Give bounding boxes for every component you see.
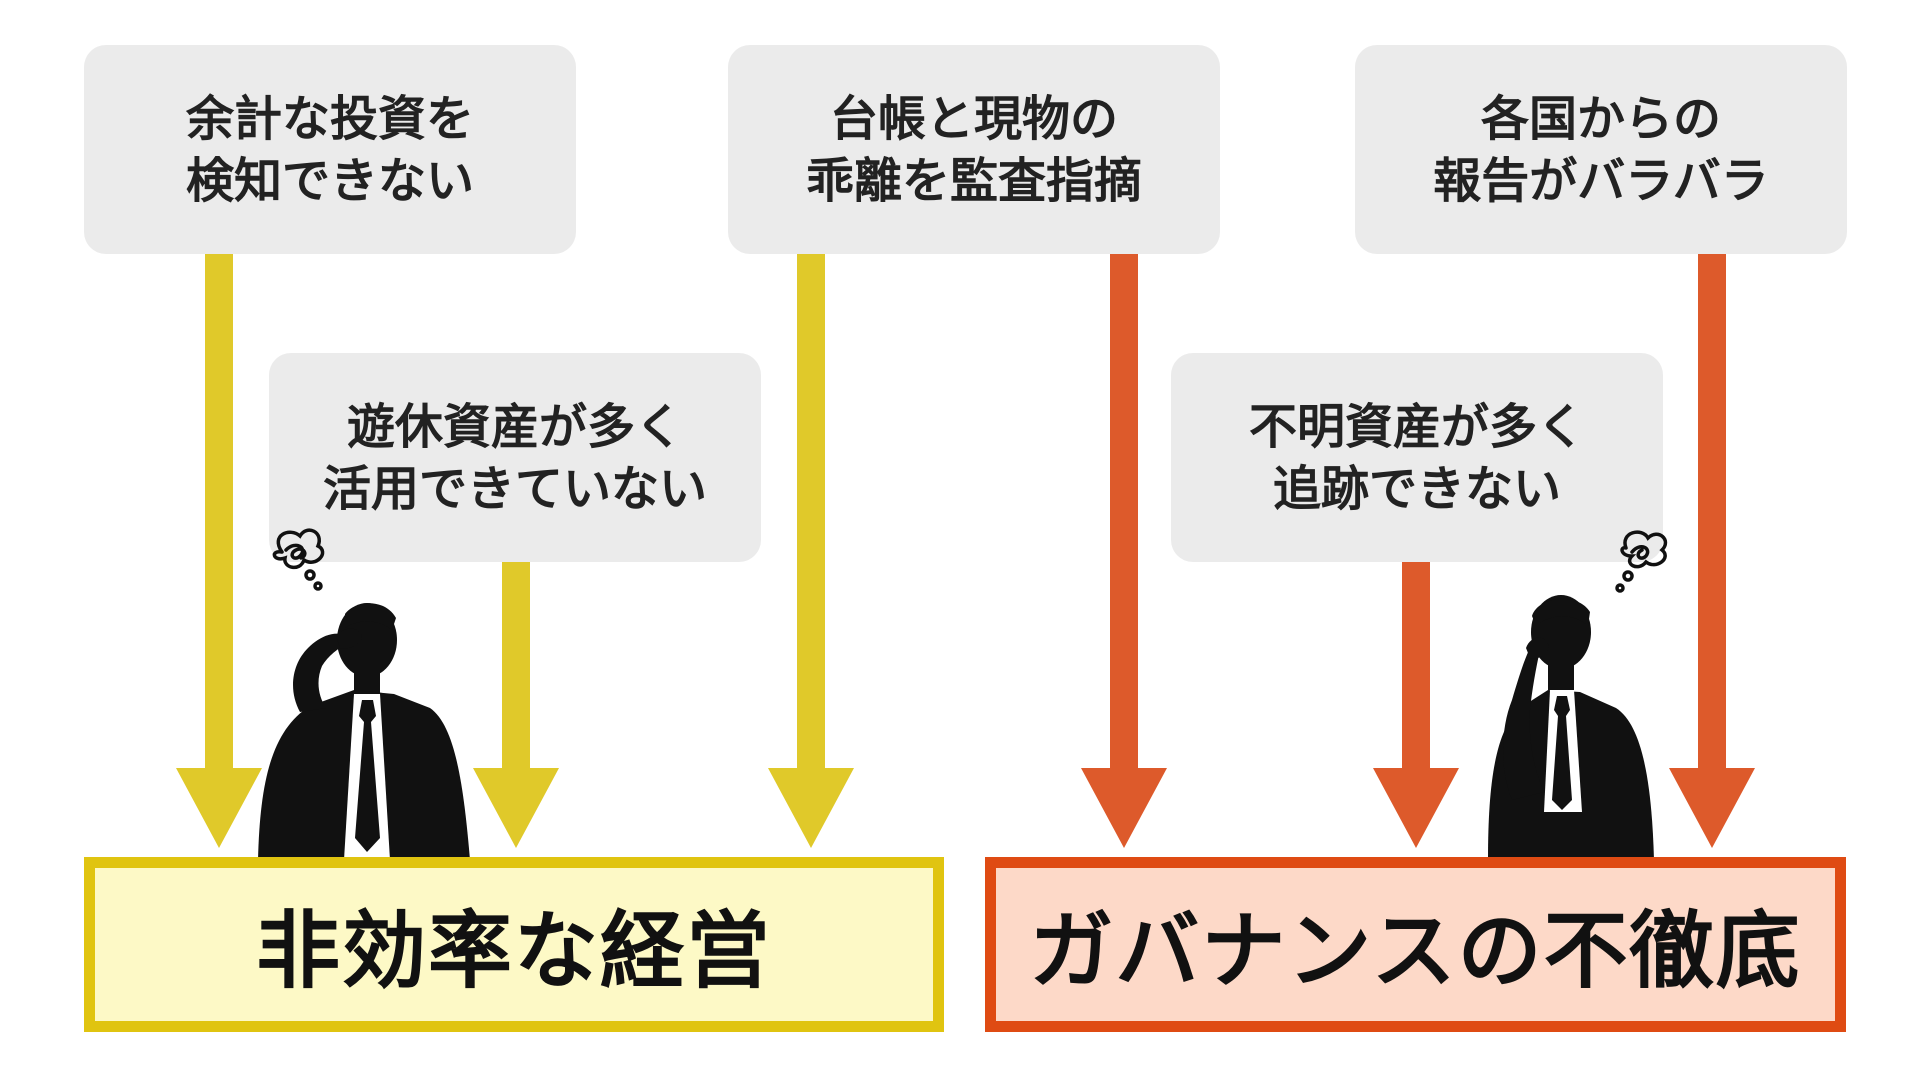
result-label: 非効率な経営 bbox=[255, 902, 772, 1000]
arrow-c2-to-governance bbox=[1081, 254, 1167, 848]
cause-box-idle-assets: 遊休資産が多く 活用できていない bbox=[269, 353, 761, 562]
arrow-c2-to-inefficient bbox=[768, 254, 854, 848]
cause-box-inconsistent-reports: 各国からの 報告がバラバラ bbox=[1355, 45, 1847, 254]
orange-arrows bbox=[1081, 254, 1755, 848]
cause-box-excess-investment: 余計な投資を 検知できない bbox=[84, 45, 576, 254]
cause-box-unknown-assets: 不明資産が多く 追跡できない bbox=[1171, 353, 1663, 562]
cause-line: 追跡できない bbox=[1272, 460, 1561, 517]
cause-line: 活用できていない bbox=[322, 460, 707, 517]
result-box-inefficient-management: 非効率な経営 bbox=[84, 857, 944, 1032]
cause-text: 不明資産が多く 追跡できない bbox=[1249, 396, 1585, 520]
cause-line: 余計な投資を bbox=[185, 90, 474, 147]
result-box-weak-governance: ガバナンスの不徹底 bbox=[985, 857, 1846, 1032]
shirt-and-tie-left bbox=[344, 694, 390, 860]
confused-thought-icon bbox=[1615, 530, 1668, 593]
cause-line: 遊休資産が多く bbox=[346, 398, 683, 455]
cause-line: 検知できない bbox=[185, 152, 474, 209]
arrow-c3-to-governance bbox=[1669, 254, 1755, 848]
cause-text: 各国からの 報告がバラバラ bbox=[1433, 88, 1769, 212]
arrow-c5-to-governance bbox=[1373, 562, 1459, 848]
cause-line: 各国からの bbox=[1480, 90, 1721, 147]
result-label: ガバナンスの不徹底 bbox=[1029, 902, 1802, 1000]
cause-line: 報告がバラバラ bbox=[1433, 152, 1769, 209]
arrow-c1-to-inefficient bbox=[176, 254, 262, 848]
cause-line: 不明資産が多く bbox=[1248, 398, 1585, 455]
confused-thought-icon bbox=[272, 528, 325, 591]
cause-text: 台帳と現物の 乖離を監査指摘 bbox=[806, 88, 1142, 212]
shirt-and-tie-right bbox=[1544, 690, 1582, 812]
cause-text: 余計な投資を 検知できない bbox=[186, 88, 474, 212]
yellow-arrows bbox=[176, 254, 854, 848]
cause-line: 台帳と現物の bbox=[829, 90, 1118, 147]
cause-line: 乖離を監査指摘 bbox=[805, 152, 1142, 209]
cause-text: 遊休資産が多く 活用できていない bbox=[323, 396, 707, 520]
cause-box-ledger-discrepancy: 台帳と現物の 乖離を監査指摘 bbox=[728, 45, 1220, 254]
arrow-c4-to-inefficient bbox=[473, 562, 559, 848]
